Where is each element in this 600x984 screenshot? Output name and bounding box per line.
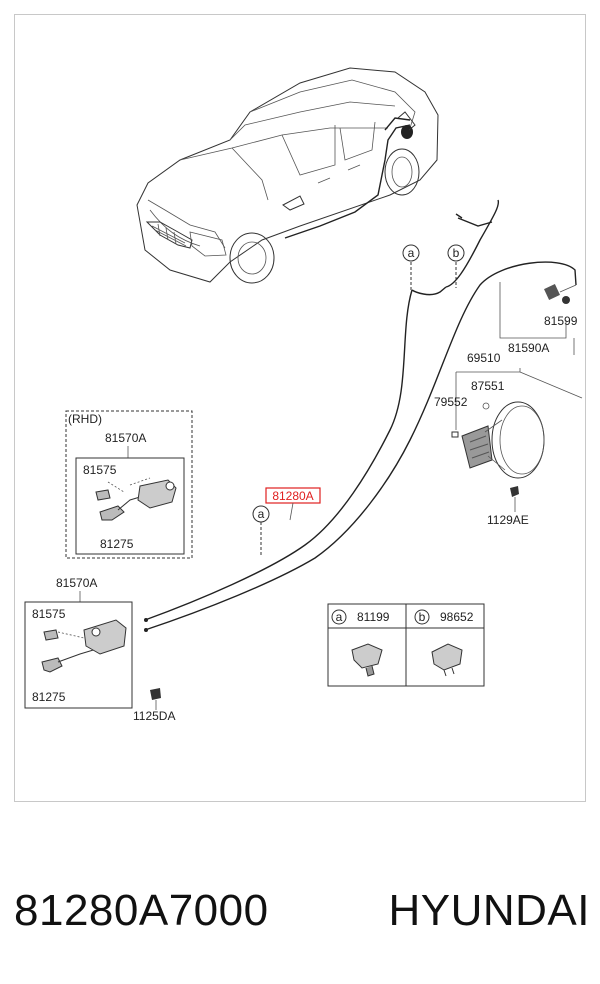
callout-b-top: b <box>447 244 465 262</box>
svg-text:87551: 87551 <box>471 379 505 393</box>
svg-text:a: a <box>408 246 415 260</box>
part-number: 81280A7000 <box>14 886 269 935</box>
part-footer: 81280A7000 HYUNDAI <box>14 876 590 946</box>
svg-text:81275: 81275 <box>100 537 134 551</box>
svg-text:b: b <box>453 246 460 260</box>
svg-text:1129AE: 1129AE <box>487 513 529 527</box>
car-illustration <box>136 67 439 284</box>
svg-text:81275: 81275 <box>32 690 66 704</box>
svg-text:81575: 81575 <box>32 607 66 621</box>
lhd-group: 81570A 81575 81275 1125DA <box>24 576 175 723</box>
svg-text:(RHD): (RHD) <box>68 412 102 426</box>
svg-text:81280A: 81280A <box>272 489 313 503</box>
callout-a-top: a <box>402 244 420 262</box>
callout-leaders <box>260 262 457 555</box>
svg-text:b: b <box>419 610 426 624</box>
svg-text:a: a <box>336 610 343 624</box>
svg-text:98652: 98652 <box>440 610 474 624</box>
svg-text:81590A: 81590A <box>508 341 549 355</box>
main-cable-81280A <box>144 199 577 632</box>
rhd-group: (RHD) 81570A 81575 81275 <box>65 410 193 559</box>
svg-text:1125DA: 1125DA <box>133 709 175 723</box>
svg-text:69510: 69510 <box>467 351 501 365</box>
cable-part-label: 81280A <box>265 487 321 521</box>
brand-name: HYUNDAI <box>388 886 590 935</box>
callout-a-mid: a <box>252 505 270 523</box>
svg-text:81199: 81199 <box>357 610 390 624</box>
svg-text:79552: 79552 <box>434 395 468 409</box>
svg-text:81599: 81599 <box>544 314 578 328</box>
legend-table: a 81199 b 98652 <box>327 603 485 687</box>
svg-text:81570A: 81570A <box>105 431 146 445</box>
svg-text:81575: 81575 <box>83 463 117 477</box>
diagram-frame <box>14 14 586 802</box>
svg-text:81570A: 81570A <box>56 576 97 590</box>
fuel-door-group: 81599 81590A 69510 87551 79552 1129AE <box>434 282 583 527</box>
svg-text:a: a <box>258 507 265 521</box>
